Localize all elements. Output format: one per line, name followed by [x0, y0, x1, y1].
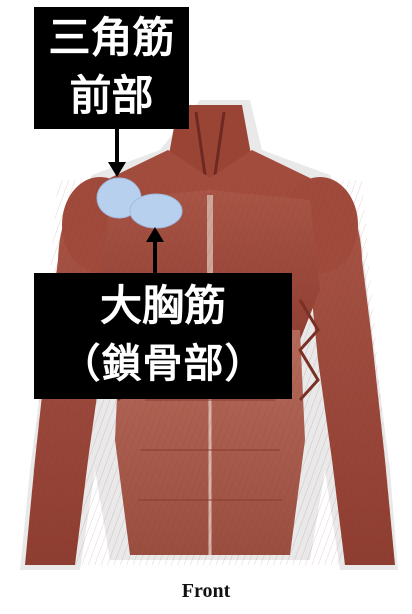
pectoralis-label-line2: （鎖骨部） [34, 337, 292, 391]
deltoid-label: 三角筋 前部 [34, 7, 189, 129]
pectoralis-label: 大胸筋 （鎖骨部） [34, 273, 292, 399]
view-caption: Front [0, 580, 412, 603]
pectoralis-clavicular-highlight [130, 194, 182, 228]
pectoralis-label-line1: 大胸筋 [34, 279, 292, 333]
deltoid-label-line1: 三角筋 [34, 11, 189, 65]
deltoid-label-line2: 前部 [34, 69, 189, 123]
